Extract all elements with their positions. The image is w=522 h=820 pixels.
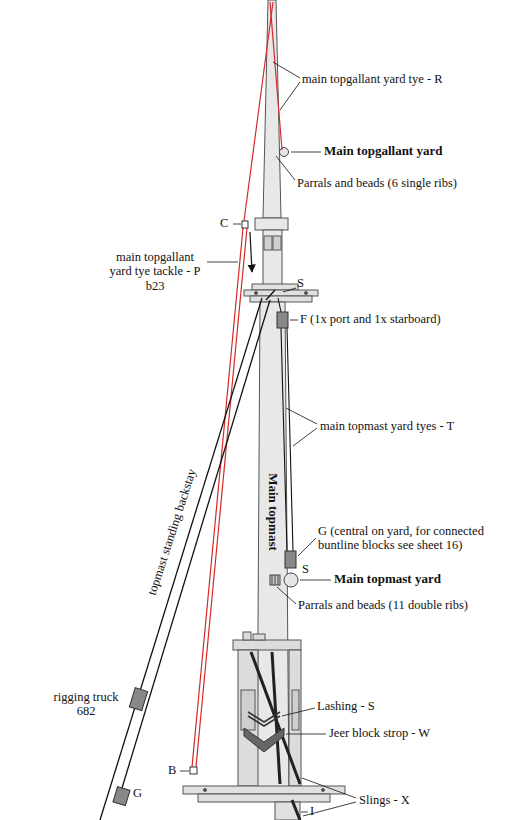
part-label: rigging truck 682 bbox=[45, 690, 127, 719]
part-label: Main topmast yard bbox=[334, 572, 441, 587]
lower-masthead bbox=[233, 632, 301, 786]
part-label: main topgallant yard tye - R bbox=[302, 72, 443, 86]
part-label: S bbox=[297, 276, 304, 290]
part-label: B bbox=[168, 763, 176, 777]
topgallant-mast bbox=[255, 0, 288, 288]
part-label: Jeer block strop - W bbox=[329, 726, 430, 740]
rotated-label: topmast standing backstay bbox=[145, 467, 199, 597]
jeer-block-strop bbox=[244, 712, 284, 752]
backstays bbox=[100, 290, 275, 820]
rotated-label: Main topmast bbox=[266, 471, 281, 553]
topgallant-tye bbox=[192, 2, 282, 767]
part-label: C bbox=[220, 216, 228, 230]
top-platform bbox=[183, 786, 345, 820]
part-label: I bbox=[310, 804, 314, 818]
part-label: S bbox=[302, 562, 309, 576]
part-label: F (1x port and 1x starboard) bbox=[300, 312, 441, 326]
part-label: Lashing - S bbox=[317, 699, 375, 713]
part-label: G bbox=[133, 786, 142, 800]
part-label: G (central on yard, for connected buntli… bbox=[318, 524, 516, 553]
part-label: Parrals and beads (11 double ribs) bbox=[298, 598, 468, 612]
part-label: Parrals and beads (6 single ribs) bbox=[297, 176, 457, 190]
part-label: main topgallant yard tye tackle - P b23 bbox=[104, 250, 206, 293]
crosstrees bbox=[244, 284, 318, 302]
hoist-arrow bbox=[250, 232, 252, 272]
part-label: Slings - X bbox=[359, 793, 410, 807]
part-label: main topmast yard tyes - T bbox=[320, 419, 454, 433]
part-label: Main topgallant yard bbox=[324, 144, 442, 159]
blocks bbox=[113, 221, 296, 806]
